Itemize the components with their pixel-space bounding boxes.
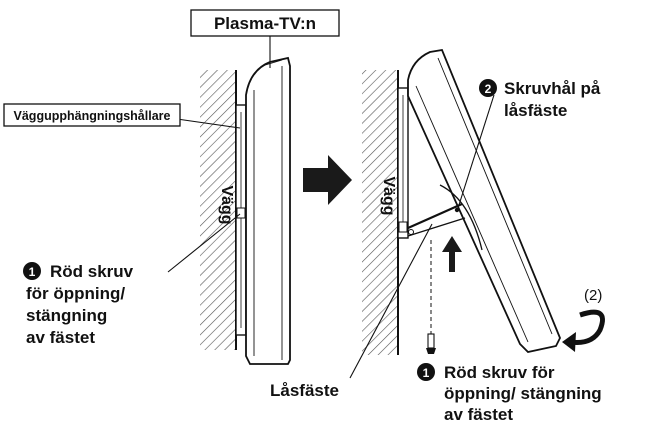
rotation-arrow [562,309,605,352]
plasma-tv-callout: Plasma-TV:n [190,9,340,37]
step1-left-marker-number: 1 [29,265,36,279]
wall-bracket-label: Väggupphängningshållare [14,109,171,123]
wall-bracket-left [235,104,247,336]
step2-rotation-marker: (2) [584,287,602,304]
step1-left-callout: 1 Röd skruv för öppning/ stängning av fä… [23,262,134,347]
up-arrow [442,236,462,272]
red-screw-right [426,333,436,354]
left-figure: Vägg [167,36,291,365]
step2-line1: Skruvhål på [504,79,601,98]
plasma-tv-tilted [407,48,561,353]
lock-bracket [407,202,466,237]
step1-left-line4: av fästet [26,328,95,347]
step1-left-marker [23,262,41,280]
step1-right-marker [417,363,435,381]
wall-right-label: Vägg [380,176,397,215]
step1-right-line2: öppning/ stängning [444,384,602,403]
leader-red-screw-left [167,213,241,273]
step1-right-line1: Röd skruv för [444,363,555,382]
wall-bracket-callout: Väggupphängningshållare [3,103,181,127]
step1-right-callout: 1 Röd skruv för öppning/ stängning av fä… [417,363,602,424]
leader-wall-bracket [169,117,241,129]
step2-marker [479,79,497,97]
wall-bracket-right [397,87,409,239]
wall-right-hatch [362,70,398,355]
transition-arrow [303,155,352,205]
wall-left-label: Vägg [218,185,235,224]
right-figure: Vägg [349,48,605,379]
leader-lock-bracket [349,223,433,379]
step1-left-line3: stängning [26,306,107,325]
step1-left-line1: Röd skruv [50,262,134,281]
wall-left-hatch [200,70,236,350]
leader-screw-hole [457,94,495,209]
plasma-tv-left [245,56,291,365]
step1-right-marker-number: 1 [423,366,430,380]
lock-bracket-label: Låsfäste [270,381,339,400]
step1-left-line2: för öppning/ [26,284,125,303]
step2-callout: 2 Skruvhål på låsfäste [479,79,601,120]
step2-marker-number: 2 [485,82,492,96]
step1-right-line3: av fästet [444,405,513,424]
step2-line2: låsfäste [504,101,567,120]
plasma-tv-label: Plasma-TV:n [214,14,316,33]
